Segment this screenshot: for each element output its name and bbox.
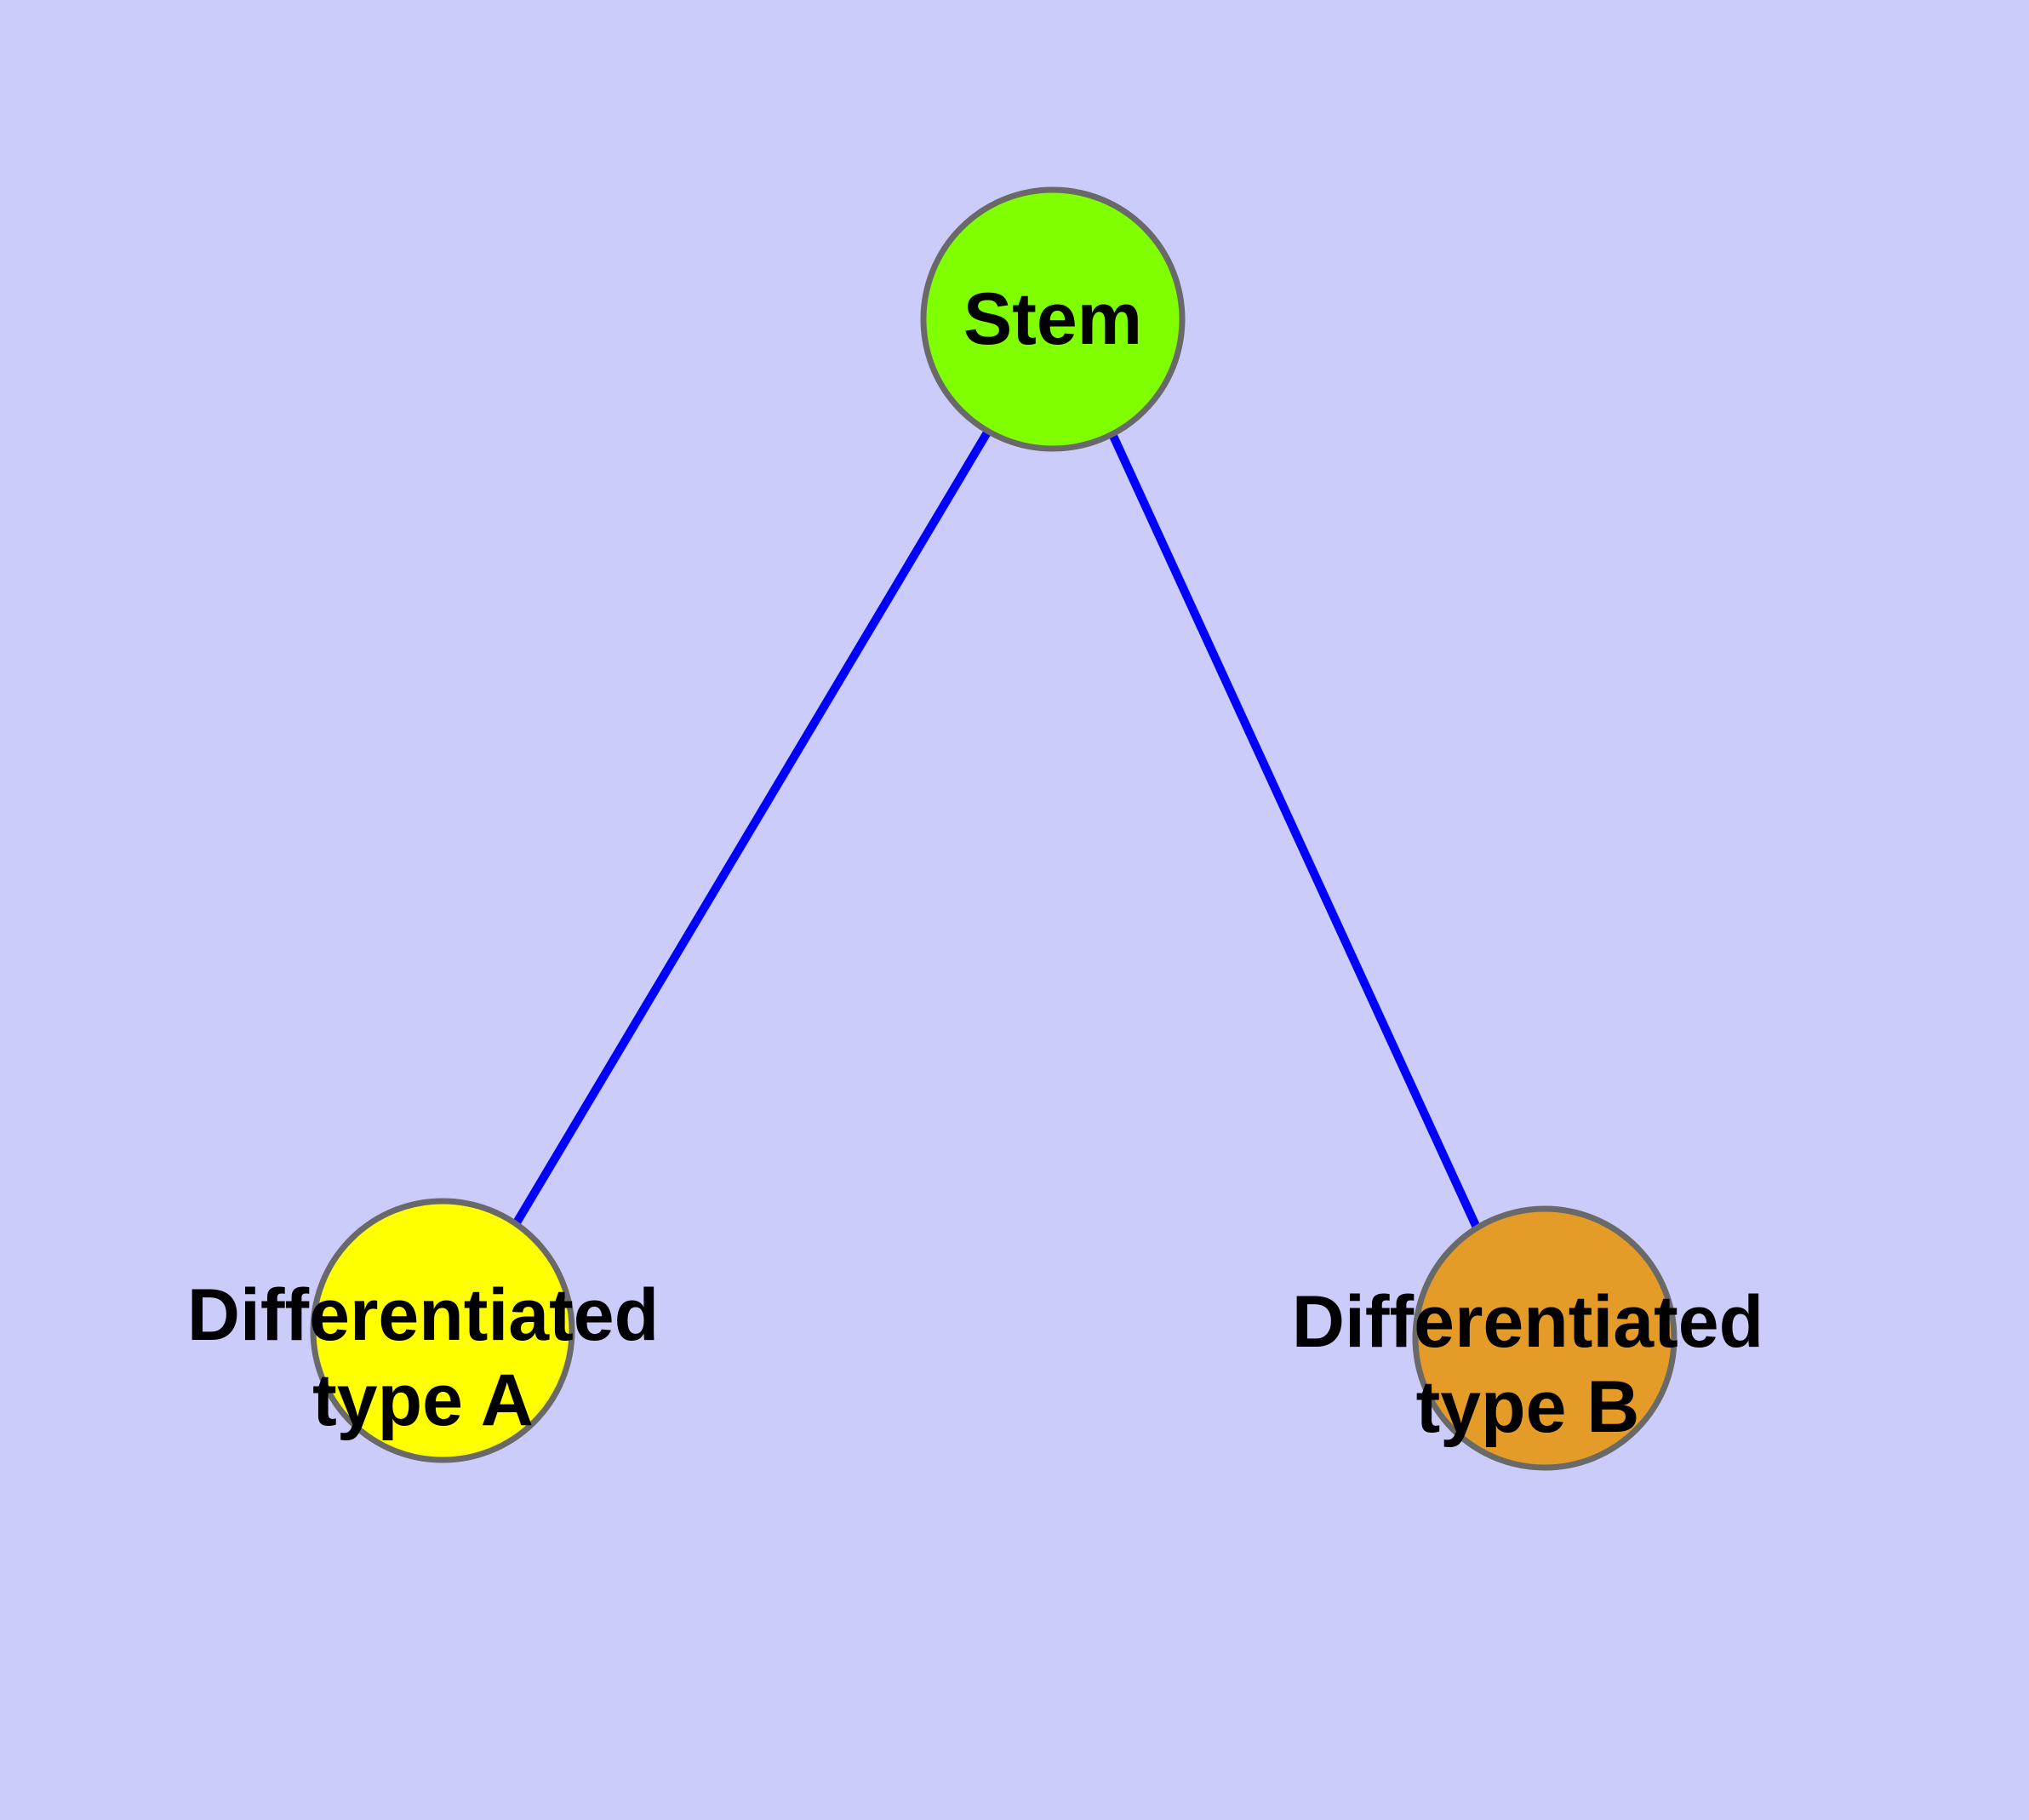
node-differentiated-type-a-label-line1: Differentiated [187, 1274, 659, 1356]
node-differentiated-type-b-circle[interactable] [1412, 1205, 1677, 1471]
node-differentiated-type-a[interactable]: Differentiated type A [187, 1198, 659, 1463]
edge-stem-to-differentiated-type-b[interactable] [1109, 433, 1481, 1230]
node-differentiated-type-a-circle[interactable] [310, 1198, 575, 1463]
node-stem-circle[interactable] [920, 186, 1186, 452]
edge-layer [512, 430, 1481, 1230]
node-differentiated-type-b-label-line2: type B [1416, 1366, 1640, 1448]
node-stem-label: Stem [963, 278, 1142, 360]
node-differentiated-type-a-label-line2: type A [312, 1359, 534, 1441]
edge-stem-to-differentiated-type-a[interactable] [512, 430, 992, 1227]
node-differentiated-type-b[interactable]: Differentiated type B [1292, 1205, 1763, 1471]
node-stem[interactable]: Stem [920, 186, 1186, 452]
node-differentiated-type-b-label-line1: Differentiated [1292, 1281, 1763, 1363]
node-layer: Stem Differentiated type A Differentiate… [187, 186, 1763, 1471]
